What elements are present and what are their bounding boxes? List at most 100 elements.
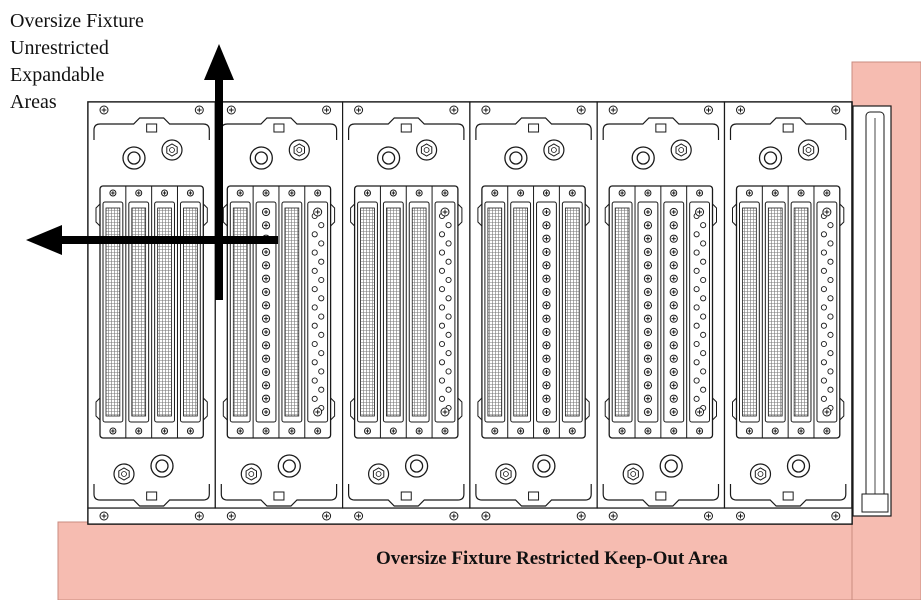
screw-icon [797,189,805,197]
screw-icon [670,427,678,435]
contact-pin [311,359,318,366]
contact-pin [438,340,446,348]
screw-icon [643,327,653,337]
screw-icon [236,427,244,435]
contact-pin [693,286,700,293]
screw-icon [261,274,271,283]
contact-pin [311,231,318,238]
hex-screw-icon [161,139,183,161]
screw-icon [643,287,653,297]
latch-icon [528,491,540,501]
connector-double [686,186,710,438]
top-bracket [93,117,210,140]
screw-icon [517,189,525,197]
housing-ear [732,397,737,421]
screw-icon [440,407,450,417]
screw-icon [542,247,551,257]
screw-icon [261,327,271,337]
screw-icon [194,511,204,521]
contact-pin [445,258,452,265]
screw-icon [99,511,109,521]
screw-icon [669,354,678,363]
knob-icon [277,454,301,478]
latch-icon [273,491,285,501]
connector-dense [125,186,150,438]
contact-pin [700,331,707,338]
screw-icon [161,189,169,197]
pin-grid [105,207,121,417]
screw-icon [491,427,499,435]
screw-icon [389,427,397,435]
screw-icon [704,105,713,115]
connector-body [255,201,277,423]
contact-pin [700,350,707,357]
screw-icon [441,189,449,197]
contact-pin [445,386,452,393]
contact-pin [438,286,446,293]
screw-icon [322,511,332,521]
contact-pin [820,286,827,293]
screw-icon [696,189,704,197]
bottom-bracket [475,484,592,507]
contact-pin [318,276,325,284]
top-bracket [348,117,465,140]
contact-pin [827,222,834,229]
screw-icon [314,427,322,435]
contact-pin [445,276,452,284]
contact-pin [820,359,827,366]
housing-ear [330,397,336,421]
screw-icon [797,427,805,435]
screw-icon [542,287,551,297]
latch-icon [655,491,667,501]
screw-icon [261,354,271,363]
knob-icon [786,454,811,478]
contact-pin [700,222,707,229]
module-4 [469,101,598,521]
pin-grid [793,207,809,417]
contact-pin [820,267,827,274]
contact-pin [318,331,325,338]
latch-icon [273,123,285,133]
pin-grid [284,207,300,417]
pin-grid [183,207,198,417]
connector-single [634,186,659,438]
screw-icon [109,427,117,435]
contact-pin [693,395,700,402]
contact-pin [445,331,452,338]
screw-icon [542,427,550,435]
screw-icon [262,189,270,197]
housing-ear [477,203,483,227]
screw-icon [669,287,678,297]
screw-icon [542,327,551,337]
contact-pin [318,368,325,375]
contact-pin [827,350,834,357]
contact-pin [700,313,707,320]
knob-icon [122,146,146,170]
knob-icon [404,454,429,478]
screw-icon [261,247,271,257]
screw-icon [354,105,364,115]
hex-screw-icon [749,463,772,485]
contact-pin [445,222,452,229]
contact-pin [827,368,834,375]
contact-pin [820,377,827,384]
bottom-bracket [348,484,465,507]
screw-icon [822,407,832,417]
latch-icon [528,123,540,133]
connector-dense [176,186,201,438]
screw-icon [576,511,586,521]
screw-icon [236,189,244,197]
connector-double [813,186,838,438]
screw-icon [669,234,678,243]
housing-ear [95,397,101,421]
knob-icon [504,146,528,170]
contact-pin [700,258,707,265]
screw-icon [823,427,831,435]
screw-icon [226,105,236,115]
screw-icon [261,407,271,417]
screw-icon [135,427,143,435]
housing-ear [584,203,590,227]
knob-icon [249,146,273,170]
contact-pin [318,386,325,393]
